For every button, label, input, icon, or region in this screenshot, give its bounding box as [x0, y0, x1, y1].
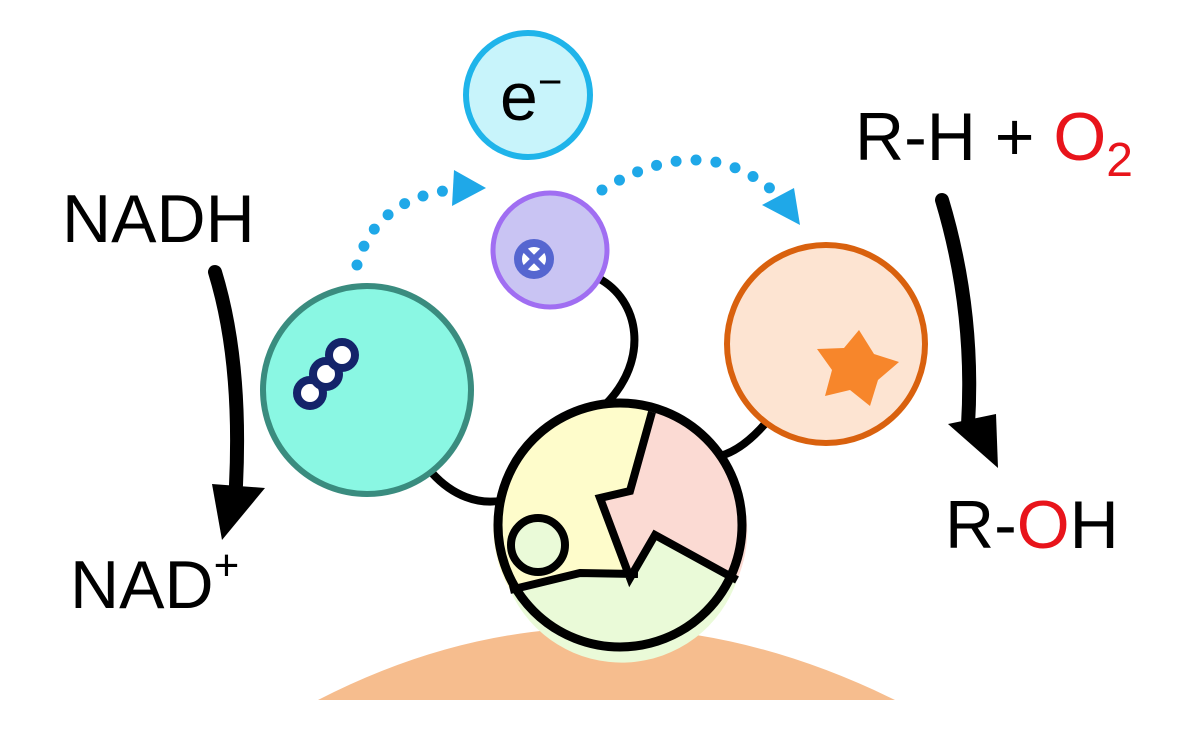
core-domain — [493, 398, 748, 663]
core-segment-pink — [600, 412, 748, 580]
core-outline — [493, 398, 747, 652]
arrowhead-left — [452, 170, 486, 206]
arrowhead-right — [762, 188, 800, 225]
core-boundary-lines — [509, 410, 739, 594]
star-icon — [817, 330, 899, 406]
electron-transfer-arrows — [351, 154, 800, 271]
product-label: R-OH — [945, 487, 1119, 563]
electron-label: e− — [500, 58, 562, 135]
dotted-arrow-right — [596, 154, 778, 196]
nadh-oxidation-arrow — [208, 265, 265, 540]
nadh-label: NADH — [62, 181, 255, 257]
right-domain — [724, 242, 928, 446]
substrate-label: R-H + O2 — [855, 99, 1133, 187]
nad-plus-label: NAD+ — [70, 541, 239, 623]
left-domain — [260, 283, 474, 497]
core-inner-pocket — [507, 514, 569, 576]
membrane-surface — [318, 627, 895, 700]
right-domain-circle — [724, 242, 928, 446]
linker-left — [429, 470, 506, 506]
electron-circle — [463, 30, 593, 160]
three-linked-rings-icon — [293, 338, 359, 410]
circled-x-icon — [514, 239, 554, 279]
linker-middle — [596, 274, 639, 408]
hydroxylation-arrow — [935, 193, 998, 468]
middle-domain — [490, 190, 610, 310]
dotted-arrow-left — [351, 184, 456, 271]
left-domain-circle — [260, 283, 474, 497]
electron-bubble: e− — [463, 30, 593, 160]
